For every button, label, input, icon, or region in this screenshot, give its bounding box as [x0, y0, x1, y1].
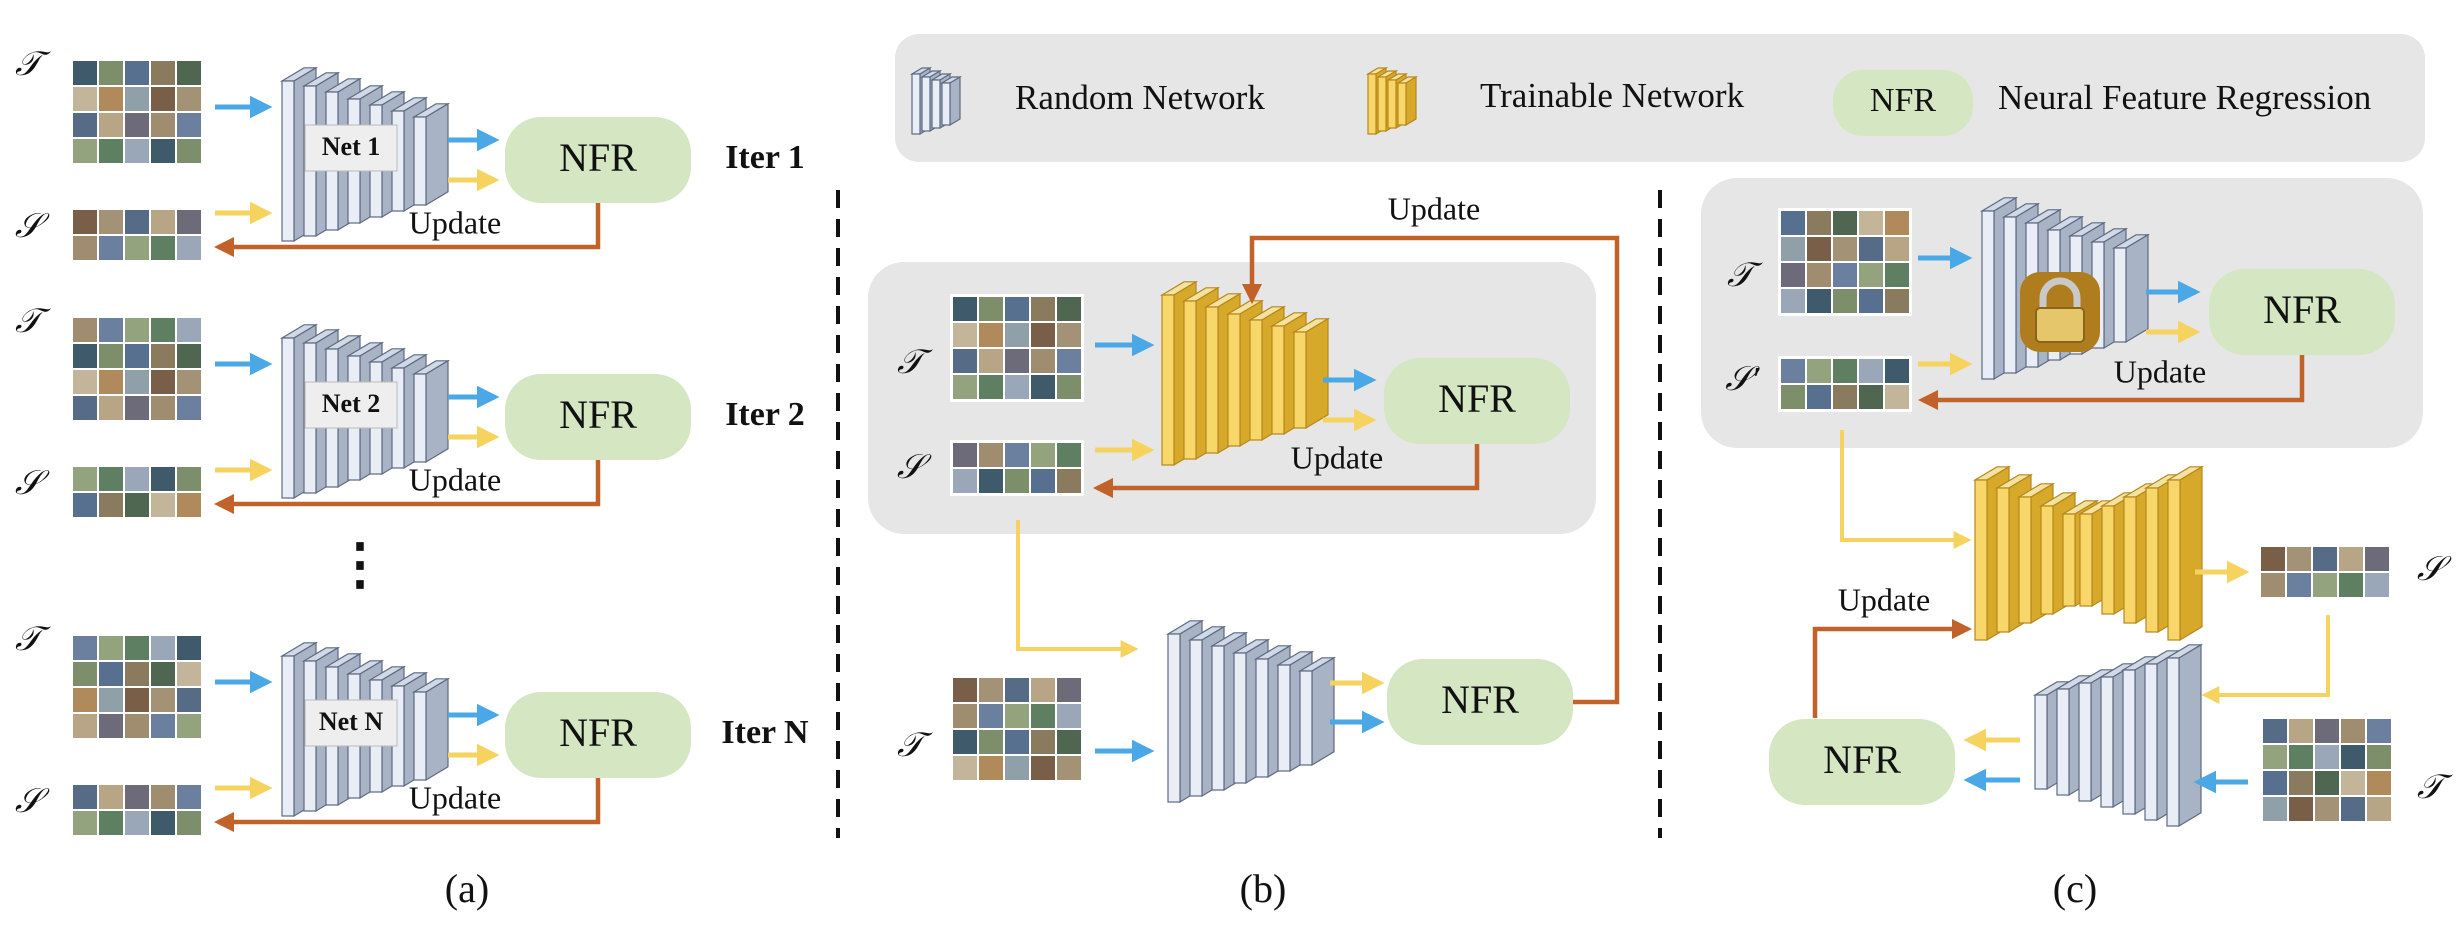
update-label: Update: [409, 461, 501, 497]
synthetic-image-grid: [70, 207, 204, 263]
target-image-grid: [70, 315, 204, 423]
nfr-block: NFR: [505, 117, 691, 203]
target-image-grid: [950, 675, 1084, 783]
update-arrow: [1812, 618, 1973, 718]
random-network-icon: [2032, 643, 2204, 828]
nfr-label: NFR: [1438, 376, 1516, 421]
target-symbol: 𝒯: [15, 621, 51, 658]
ellipsis: ⋮: [332, 534, 388, 596]
network-label: Net 2: [304, 381, 398, 429]
legend-trainable-label: Trainable Network: [1480, 76, 1745, 115]
synthetic-symbol: 𝒮: [2417, 551, 2452, 588]
network-name: Net 2: [322, 389, 380, 418]
network-name: Net 1: [322, 132, 380, 161]
legend-nfr-chip: [1833, 70, 1973, 136]
synthetic-image-grid: [2258, 544, 2392, 600]
target-symbol: 𝒯: [15, 46, 51, 83]
iteration-label: Iter 2: [725, 396, 805, 433]
update-arrow: [213, 460, 601, 515]
nfr-block: NFR: [505, 692, 691, 778]
legend: Random Network Trainable Network NFR Neural…: [895, 34, 2425, 162]
nfr-block: NFR: [505, 374, 691, 460]
nfr-label: NFR: [1823, 737, 1901, 782]
translator-decoder: [2077, 465, 2205, 642]
synthetic-symbol: 𝒮: [15, 465, 50, 502]
legend-random-label: Random Network: [1015, 78, 1265, 117]
synthetic-symbol: 𝒮: [15, 783, 50, 820]
synthetic-image-grid: [1778, 356, 1912, 412]
network-label: Net 1: [304, 124, 398, 172]
synthetic-to-translator-arrow: [1840, 430, 1972, 549]
network-label: Net N: [304, 699, 398, 747]
update-arrow: [1092, 444, 1480, 499]
random-network-icon: [909, 66, 963, 136]
synthetic-prime-symbol: 𝒮′: [1725, 361, 1760, 398]
nfr-block: NFR: [1387, 659, 1573, 745]
panel-label-c: (c): [2053, 866, 2097, 911]
translator-encoder: [1972, 465, 2100, 642]
nfr-label: NFR: [1441, 677, 1519, 722]
synthetic-to-random-arrow: [2201, 615, 2330, 704]
update-label: Update: [1291, 439, 1383, 475]
update-label: Update: [1838, 581, 1930, 617]
iteration-label: Iter N: [721, 714, 809, 751]
nfr-block: NFR: [2209, 269, 2395, 355]
target-image-grid: [950, 294, 1084, 402]
update-arrow: [213, 778, 601, 833]
target-symbol: 𝒯: [2417, 769, 2453, 806]
target-symbol: 𝒯: [15, 303, 51, 340]
target-image-grid: [2260, 716, 2394, 824]
nfr-label: NFR: [559, 135, 637, 180]
nfr-label: NFR: [559, 392, 637, 437]
update-label: Update: [409, 204, 501, 240]
lock-icon: [2020, 272, 2100, 352]
network-name: Net N: [319, 707, 383, 736]
synthetic-image-grid: [70, 782, 204, 838]
legend-nfr-desc: Neural Feature Regression: [1998, 78, 2371, 117]
update-arrow: [1241, 235, 1620, 705]
update-label: Update: [1388, 190, 1480, 226]
trainable-network-icon: [1159, 280, 1331, 467]
iteration-label: Iter 1: [725, 139, 805, 176]
nfr-label: NFR: [2263, 287, 2341, 332]
update-arrow: [1917, 355, 2305, 411]
update-label: Update: [2114, 353, 2206, 389]
target-image-grid: [70, 633, 204, 741]
synthetic-image-grid: [950, 440, 1084, 496]
synthetic-image-grid: [70, 464, 204, 520]
random-network-icon: [1165, 619, 1337, 804]
panel-label-a: (a): [445, 866, 489, 911]
target-image-grid: [70, 58, 204, 166]
trainable-network-icon: [1365, 66, 1419, 136]
update-label: Update: [409, 779, 501, 815]
update-arrow: [213, 203, 601, 258]
synthetic-symbol: 𝒮: [15, 208, 50, 245]
synthetic-to-random-arrow: [1016, 520, 1139, 658]
nfr-block: NFR: [1769, 719, 1955, 805]
nfr-block: NFR: [1384, 358, 1570, 444]
target-image-grid: [1778, 208, 1912, 316]
random-network-icon: [279, 323, 451, 500]
target-symbol: 𝒯: [897, 727, 933, 764]
nfr-label: NFR: [559, 710, 637, 755]
legend-nfr-chip-label: NFR: [1870, 82, 1936, 119]
panel-label-b: (b): [1240, 866, 1287, 911]
